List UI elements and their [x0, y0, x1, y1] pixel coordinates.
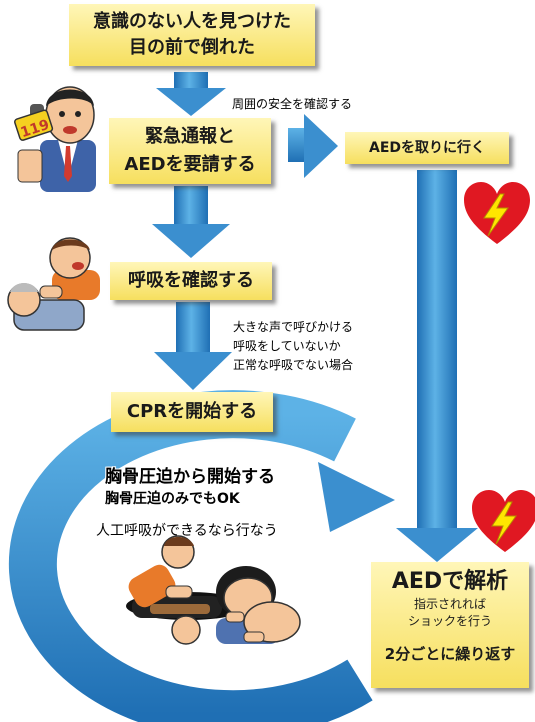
arrow-breath-to-cpr: [154, 302, 232, 390]
node-aed-analysis-repeat: 2分ごとに繰り返す: [384, 645, 516, 663]
cpr-illustration-icon: [126, 535, 301, 645]
arrow-call-to-aed: [288, 114, 338, 178]
node-call: 緊急通報と AEDを要請する: [109, 118, 271, 184]
note-breath-checks: 大きな声で呼びかける 呼吸をしていないか 正常な呼吸でない場合: [233, 318, 353, 375]
heart-lightning-icon: [464, 182, 530, 244]
node-aed-fetch: AEDを取りに行く: [345, 132, 509, 164]
node-start-line: 意識のない人を見つけた: [93, 11, 291, 32]
note-compression-only: 胸骨圧迫のみでもOK: [105, 491, 240, 507]
note-breath-check-item: 正常な呼吸でない場合: [233, 358, 354, 372]
arrow-aed-to-analysis: [396, 170, 478, 562]
node-aed-analysis-sub: ショックを行う: [407, 614, 492, 628]
node-breath: 呼吸を確認する: [110, 262, 272, 300]
node-aed-analysis: AEDで解析 指示されれば ショックを行う 2分ごとに繰り返す: [371, 562, 529, 688]
cycle-loop-arrowhead: [318, 462, 395, 532]
node-start-line: 目の前で倒れた: [129, 37, 255, 58]
node-call-line: 緊急通報と: [145, 126, 235, 147]
note-rescue-breath: 人工呼吸ができるなら行なう: [96, 523, 278, 539]
phone-badge: [14, 109, 54, 141]
node-start: 意識のない人を見つけた 目の前で倒れた: [69, 4, 315, 66]
node-aed-analysis-title: AEDで解析: [391, 569, 509, 594]
node-cpr: CPRを開始する: [111, 392, 273, 432]
heart-lightning-icon: [472, 490, 535, 552]
node-call-line: AEDを要請する: [124, 154, 256, 175]
note-breath-check-item: 呼吸をしていないか: [233, 339, 341, 353]
note-breath-check-item: 大きな声で呼びかける: [233, 320, 354, 334]
node-cpr-label: CPRを開始する: [126, 401, 258, 422]
node-aed-analysis-sub: 指示されれば: [413, 597, 486, 611]
arrow-start-to-call: [156, 72, 226, 116]
arrow-call-to-breath: [152, 186, 230, 258]
node-aed-fetch-label: AEDを取りに行く: [368, 140, 486, 156]
node-breath-label: 呼吸を確認する: [128, 270, 254, 291]
person-checking-icon: [7, 237, 100, 331]
note-safety: 周囲の安全を確認する: [232, 97, 353, 111]
note-cpr-start: 胸骨圧迫から開始する: [105, 467, 275, 487]
cycle-loop-arrow: [8, 390, 373, 722]
